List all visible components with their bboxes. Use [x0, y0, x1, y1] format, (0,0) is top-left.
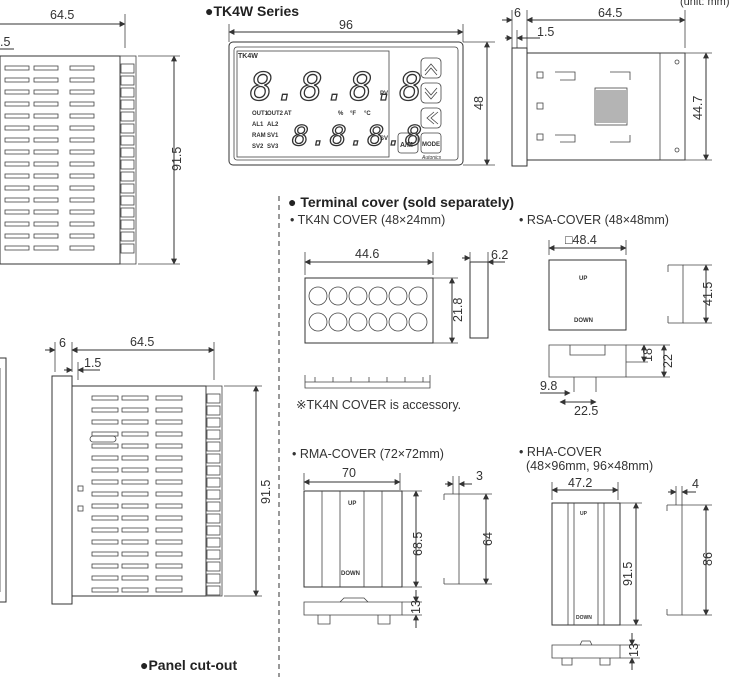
dim-rsa-98: 9.8: [540, 379, 557, 393]
dim-rha-13: 13: [627, 643, 641, 657]
svg-text:DOWN: DOWN: [341, 571, 360, 577]
sv-label: SV: [380, 136, 388, 142]
dim-bottom-915: 91.5: [259, 480, 273, 504]
dim-rha-86: 86: [701, 552, 715, 566]
sv-display: 8.8.8.8: [292, 119, 424, 152]
dim-rma-64: 64: [481, 532, 495, 546]
tk4w-front-view: ●TK4W Series 96 TK4W 8.8.8.8 PV 8.8.8.8 …: [205, 3, 495, 166]
dim-rha-4: 4: [692, 477, 699, 491]
dim-side-15: 1.5: [537, 25, 554, 39]
svg-text:UP: UP: [580, 511, 588, 517]
dim-rma-13: 13: [409, 600, 423, 614]
dim-rsa-415: 41.5: [701, 282, 715, 306]
svg-text:OUT2: OUT2: [267, 111, 284, 117]
dim-rma-70: 70: [342, 466, 356, 480]
rsa-cover-label: • RSA-COVER (48×48mm): [519, 213, 669, 227]
top-right-side-view: 6 64.5 1.5 44.7: [502, 6, 712, 167]
svg-text:°F: °F: [350, 111, 356, 117]
rha-cover-label-1: • RHA-COVER: [519, 445, 602, 459]
dim-rsa-22: 22: [661, 354, 675, 368]
svg-text:AL1: AL1: [252, 122, 264, 128]
svg-text:SV2: SV2: [252, 144, 264, 150]
dim-tk4n-62: 6.2: [491, 248, 508, 262]
pv-label: PV: [380, 91, 388, 97]
panel-cutout-title: ●Panel cut-out: [140, 657, 237, 673]
terminal-cover-section: ● Terminal cover (sold separately) • TK4…: [288, 194, 715, 670]
svg-text:UP: UP: [579, 276, 587, 282]
bottom-left-front-view: [0, 357, 7, 603]
dim-side-447: 44.7: [691, 96, 705, 120]
mode-button[interactable]: [420, 132, 442, 154]
dim-tk4n-446: 44.6: [355, 247, 379, 261]
top-left-side-view: 64.5 .5 91.5: [0, 8, 184, 265]
dim-left-915: 91.5: [170, 147, 184, 171]
series-title: ●TK4W Series: [205, 3, 299, 19]
dim-rsa-18: 18: [641, 348, 655, 362]
dim-bottom-645: 64.5: [130, 335, 154, 349]
dim-tk4n-218: 21.8: [451, 298, 465, 322]
housing-body-tl: [0, 55, 121, 265]
svg-text:RAM: RAM: [252, 133, 266, 139]
tk4n-cover-label: • TK4N COVER (48×24mm): [290, 213, 445, 227]
pv-display: 8.8.8.8: [250, 65, 424, 109]
terminal-cover-title: ● Terminal cover (sold separately): [288, 194, 514, 210]
units-label: (unit: mm): [680, 0, 730, 8]
dim-front-96: 96: [339, 18, 353, 32]
dim-rsa-225: 22.5: [574, 404, 598, 418]
dim-side-645: 64.5: [598, 6, 622, 20]
svg-text:UP: UP: [348, 501, 356, 507]
dim-bottom-15: 1.5: [84, 356, 101, 370]
shift-button[interactable]: [420, 107, 442, 129]
dim-bottom-6: 6: [59, 336, 66, 350]
am-button[interactable]: [397, 132, 419, 154]
svg-text:A/M: A/M: [400, 142, 413, 149]
bottom-side-view: 6 64.5 1.5 91.5: [45, 335, 273, 605]
svg-text:DOWN: DOWN: [576, 615, 592, 621]
svg-text:DOWN: DOWN: [574, 318, 593, 324]
dim-top-left-645: 64.5: [50, 8, 74, 22]
svg-text:%: %: [338, 111, 344, 117]
dim-side-6: 6: [514, 6, 521, 20]
device-model: TK4W: [238, 53, 258, 60]
svg-text:OUT1: OUT1: [252, 111, 269, 117]
dim-front-48: 48: [472, 96, 486, 110]
svg-text:°C: °C: [364, 111, 371, 117]
tk4n-accessory-note: ※TK4N COVER is accessory.: [296, 398, 461, 412]
dim-rma-3: 3: [476, 469, 483, 483]
indicator-labels: OUT1 OUT2 AT % °F °C AL1 AL2 RAM SV1 SV2…: [252, 111, 371, 150]
up-button[interactable]: [420, 57, 442, 79]
dim-rsa-484: □48.4: [565, 233, 597, 247]
dim-top-left-15: .5: [0, 35, 10, 49]
svg-text:SV3: SV3: [267, 144, 279, 150]
svg-text:SV1: SV1: [267, 133, 279, 139]
dim-rha-472: 47.2: [568, 476, 592, 490]
dim-rma-685: 68.5: [411, 532, 425, 556]
brand-logo: Autonics: [421, 155, 442, 161]
rma-cover-label: • RMA-COVER (72×72mm): [292, 447, 444, 461]
svg-text:AL2: AL2: [267, 122, 279, 128]
rha-cover-label-2: (48×96mm, 96×48mm): [526, 459, 653, 473]
svg-text:MODE: MODE: [422, 142, 440, 148]
svg-text:AT: AT: [284, 111, 292, 117]
down-button[interactable]: [420, 82, 442, 104]
dim-rha-915: 91.5: [621, 562, 635, 586]
